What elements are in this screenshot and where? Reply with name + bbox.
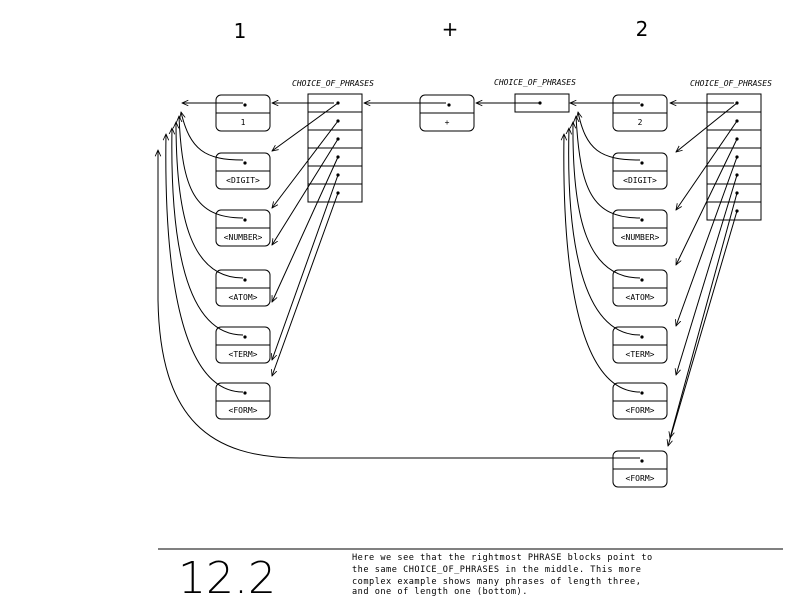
left-phrase-block-1-pointer xyxy=(243,161,247,165)
right-phrase-block-5-pointer xyxy=(640,391,644,395)
left-phrase-block-0-label: 1 xyxy=(241,118,246,127)
arrow-right-back-0 xyxy=(578,112,641,161)
arrow-left-back-0 xyxy=(181,112,244,161)
arrow-right-back-2 xyxy=(573,122,641,279)
arrow-left-choice-entry-2 xyxy=(272,138,339,245)
caption-line-1: Here we see that the rightmost PHRASE bl… xyxy=(352,553,653,563)
arrow-left-choice-entry-0 xyxy=(272,102,339,151)
caption-line-2: the same CHOICE_OF_PHRASES in the middle… xyxy=(352,565,641,575)
caption-line-3: complex example shows many phrases of le… xyxy=(352,577,641,587)
right-phrase-block-1-label: <DIGIT> xyxy=(623,176,657,185)
left-phrase-block-4-label: <TERM> xyxy=(229,350,258,359)
left-phrase-block-5-label: <FORM> xyxy=(229,406,258,415)
caption-line-4: and one of length one (bottom). xyxy=(352,587,528,597)
left-phrase-block-0-pointer xyxy=(243,103,247,107)
arrow-right-choice-entry-5 xyxy=(670,192,738,438)
choice-label-middle: CHOICE_OF_PHRASES xyxy=(494,78,576,87)
left-phrase-block-4-pointer xyxy=(243,335,247,339)
arrow-right-choice-entry-1 xyxy=(676,120,738,210)
arrow-right-choice-entry-6 xyxy=(668,210,738,446)
left-phrase-block-3-pointer xyxy=(243,278,247,282)
figure-number: 12.2 xyxy=(178,553,276,604)
arrow-bottom-form-to-left xyxy=(158,150,640,459)
right-phrase-block-2-pointer xyxy=(640,218,644,222)
right-phrase-block-0-label: 2 xyxy=(638,118,643,127)
arrow-right-back-4 xyxy=(564,134,641,393)
right-phrase-block-3-label: <ATOM> xyxy=(626,293,655,302)
left-phrase-block-5-pointer xyxy=(243,391,247,395)
arrow-left-choice-entry-1 xyxy=(272,120,339,208)
arrow-right-choice-entry-0 xyxy=(676,102,738,152)
right-phrase-block-6-label: <FORM> xyxy=(626,474,655,483)
right-phrase-block-0-pointer xyxy=(640,103,644,107)
arrow-left-back-4 xyxy=(166,134,244,393)
arrow-right-back-1 xyxy=(576,116,641,219)
choice-label-left: CHOICE_OF_PHRASES xyxy=(292,79,374,88)
arrow-left-choice-entry-3 xyxy=(271,156,339,302)
token-1: 1 xyxy=(234,19,247,43)
arrow-right-back-3 xyxy=(569,128,641,336)
arrow-left-back-2 xyxy=(176,122,244,279)
right-phrase-block-1-pointer xyxy=(640,161,644,165)
arrow-left-back-3 xyxy=(172,128,244,336)
right-phrase-block-3-pointer xyxy=(640,278,644,282)
arrow-left-choice-entry-4 xyxy=(272,174,339,360)
choice-label-right: CHOICE_OF_PHRASES xyxy=(690,79,772,88)
right-phrase-block-4-pointer xyxy=(640,335,644,339)
right-phrase-block-4-label: <TERM> xyxy=(626,350,655,359)
left-phrase-block-3-label: <ATOM> xyxy=(229,293,258,302)
right-phrase-block-6-pointer xyxy=(640,459,644,463)
arrow-left-choice-entry-5 xyxy=(272,192,339,376)
left-phrase-block-1-label: <DIGIT> xyxy=(226,176,260,185)
left-phrase-block-2-label: <NUMBER> xyxy=(224,233,263,242)
token-plus: + xyxy=(442,17,459,41)
left-phrase-block-2-pointer xyxy=(243,218,247,222)
arrow-right-choice-entry-4 xyxy=(676,174,738,375)
token-2: 2 xyxy=(636,17,649,41)
right-choice-table xyxy=(706,93,762,221)
right-phrase-block-2-label: <NUMBER> xyxy=(621,233,660,242)
right-phrase-block-5-label: <FORM> xyxy=(626,406,655,415)
middle-phrase-block-pointer xyxy=(447,103,451,107)
middle-phrase-block-label: + xyxy=(445,118,450,127)
arrow-right-choice-entry-2 xyxy=(676,138,738,265)
arrow-right-choice-entry-3 xyxy=(676,156,738,326)
arrow-left-back-1 xyxy=(179,116,244,219)
